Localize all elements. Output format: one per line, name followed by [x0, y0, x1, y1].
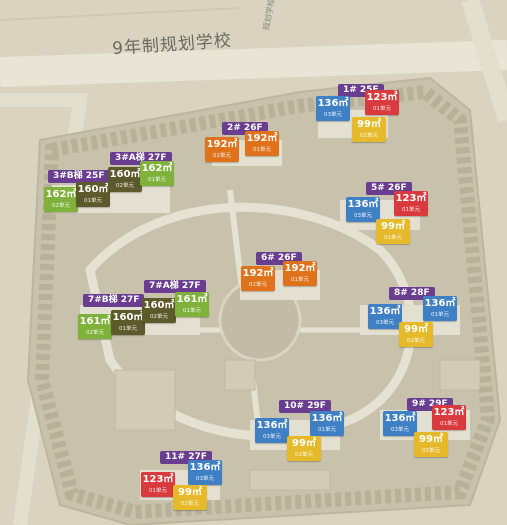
- unit-type-badge[interactable]: 162㎡ 02单元: [44, 187, 78, 212]
- unit-area-label: 136㎡: [369, 306, 401, 317]
- unit-type-badge[interactable]: 161㎡ 02单元: [78, 314, 112, 339]
- unit-number-label: 01单元: [373, 106, 391, 112]
- unit-area-label: 136㎡: [384, 413, 416, 424]
- unit-area-label: 192㎡: [206, 139, 238, 150]
- unit-number-label: 02单元: [422, 448, 440, 454]
- unit-number-label: 03单元: [376, 320, 394, 326]
- unit-number-label: 03单元: [324, 112, 342, 118]
- unit-number-label: 01单元: [253, 147, 271, 153]
- unit-area-label: 160㎡: [109, 169, 141, 180]
- unit-number-label: 02单元: [360, 133, 378, 139]
- unit-type-badge[interactable]: 136㎡ 03单元: [346, 197, 380, 222]
- unit-type-badge[interactable]: 192㎡ 02单元: [205, 137, 239, 162]
- unit-area-label: 123㎡: [142, 474, 174, 485]
- unit-type-badge[interactable]: 99㎡ 02单元: [287, 436, 321, 461]
- unit-number-label: 01单元: [291, 277, 309, 283]
- unit-type-badge[interactable]: 136㎡ 03单元: [188, 460, 222, 485]
- unit-type-badge[interactable]: 123㎡ 01单元: [141, 472, 175, 497]
- unit-type-badge[interactable]: 99㎡ 02单元: [173, 485, 207, 510]
- unit-area-label: 99㎡: [292, 438, 316, 449]
- unit-type-badge[interactable]: 136㎡ 01单元: [310, 411, 344, 436]
- unit-area-label: 136㎡: [189, 462, 221, 473]
- unit-area-label: 99㎡: [381, 221, 405, 232]
- unit-area-label: 136㎡: [424, 298, 456, 309]
- unit-area-label: 99㎡: [404, 324, 428, 335]
- unit-number-label: 02单元: [52, 203, 70, 209]
- unit-number-label: 02单元: [150, 314, 168, 320]
- building-title-label[interactable]: 7#A梯 27F: [144, 280, 206, 293]
- unit-number-label: 01单元: [440, 421, 458, 427]
- unit-type-badge[interactable]: 99㎡ 02单元: [376, 219, 410, 244]
- unit-number-label: 03单元: [354, 213, 372, 219]
- unit-type-badge[interactable]: 136㎡ 03单元: [255, 418, 289, 443]
- unit-area-label: 160㎡: [143, 300, 175, 311]
- unit-type-badge[interactable]: 136㎡ 03单元: [383, 411, 417, 436]
- unit-area-label: 99㎡: [357, 119, 381, 130]
- unit-area-label: 123㎡: [433, 407, 465, 418]
- unit-type-badge[interactable]: 192㎡ 01单元: [245, 131, 279, 156]
- building-title-label[interactable]: 10# 29F: [279, 400, 331, 413]
- unit-area-label: 136㎡: [311, 413, 343, 424]
- unit-type-badge[interactable]: 160㎡ 01单元: [76, 182, 110, 207]
- unit-number-label: 03单元: [391, 427, 409, 433]
- unit-number-label: 02单元: [407, 338, 425, 344]
- unit-area-label: 123㎡: [366, 92, 398, 103]
- unit-number-label: 01单元: [402, 207, 420, 213]
- unit-area-label: 162㎡: [45, 189, 77, 200]
- unit-number-label: 01单元: [84, 198, 102, 204]
- unit-area-label: 192㎡: [246, 133, 278, 144]
- unit-area-label: 160㎡: [77, 184, 109, 195]
- unit-area-label: 161㎡: [176, 294, 208, 305]
- unit-type-badge[interactable]: 160㎡ 02单元: [108, 167, 142, 192]
- unit-type-badge[interactable]: 136㎡ 01单元: [423, 296, 457, 321]
- unit-number-label: 01单元: [119, 326, 137, 332]
- unit-area-label: 192㎡: [242, 268, 274, 279]
- unit-area-label: 99㎡: [419, 434, 443, 445]
- unit-number-label: 02单元: [181, 501, 199, 507]
- unit-number-label: 02单元: [86, 330, 104, 336]
- unit-type-badge[interactable]: 99㎡ 02单元: [352, 117, 386, 142]
- unit-area-label: 160㎡: [112, 312, 144, 323]
- unit-number-label: 02单元: [384, 235, 402, 241]
- unit-type-badge[interactable]: 136㎡ 03单元: [368, 304, 402, 329]
- unit-type-badge[interactable]: 123㎡ 01单元: [432, 405, 466, 430]
- unit-number-label: 01单元: [148, 177, 166, 183]
- unit-number-label: 02单元: [249, 282, 267, 288]
- unit-type-badge[interactable]: 136㎡ 03单元: [316, 96, 350, 121]
- building-title-label[interactable]: 3#B梯 25F: [48, 170, 110, 183]
- unit-type-badge[interactable]: 192㎡ 01单元: [283, 261, 317, 286]
- unit-area-label: 161㎡: [79, 316, 111, 327]
- unit-type-badge[interactable]: 99㎡ 02单元: [399, 322, 433, 347]
- unit-number-label: 01单元: [183, 308, 201, 314]
- unit-type-badge[interactable]: 99㎡ 02单元: [414, 432, 448, 457]
- unit-number-label: 01单元: [431, 312, 449, 318]
- unit-area-label: 162㎡: [141, 163, 173, 174]
- unit-type-badge[interactable]: 162㎡ 01单元: [140, 161, 174, 186]
- unit-area-label: 136㎡: [317, 98, 349, 109]
- unit-number-label: 02单元: [213, 153, 231, 159]
- unit-area-label: 136㎡: [347, 199, 379, 210]
- unit-area-label: 192㎡: [284, 263, 316, 274]
- unit-area-label: 136㎡: [256, 420, 288, 431]
- unit-number-label: 03单元: [196, 476, 214, 482]
- unit-type-badge[interactable]: 123㎡ 01单元: [365, 90, 399, 115]
- unit-area-label: 123㎡: [395, 193, 427, 204]
- unit-number-label: 02单元: [295, 452, 313, 458]
- building-title-label[interactable]: 7#B梯 27F: [83, 294, 145, 307]
- unit-area-label: 99㎡: [178, 487, 202, 498]
- unit-type-badge[interactable]: 192㎡ 02单元: [241, 266, 275, 291]
- unit-number-label: 03单元: [263, 434, 281, 440]
- unit-type-badge[interactable]: 160㎡ 02单元: [142, 298, 176, 323]
- unit-type-badge[interactable]: 161㎡ 01单元: [175, 292, 209, 317]
- unit-type-badge[interactable]: 123㎡ 01单元: [394, 191, 428, 216]
- unit-number-label: 02单元: [116, 183, 134, 189]
- unit-number-label: 01单元: [318, 427, 336, 433]
- unit-number-label: 01单元: [149, 488, 167, 494]
- unit-type-badge[interactable]: 160㎡ 01单元: [111, 310, 145, 335]
